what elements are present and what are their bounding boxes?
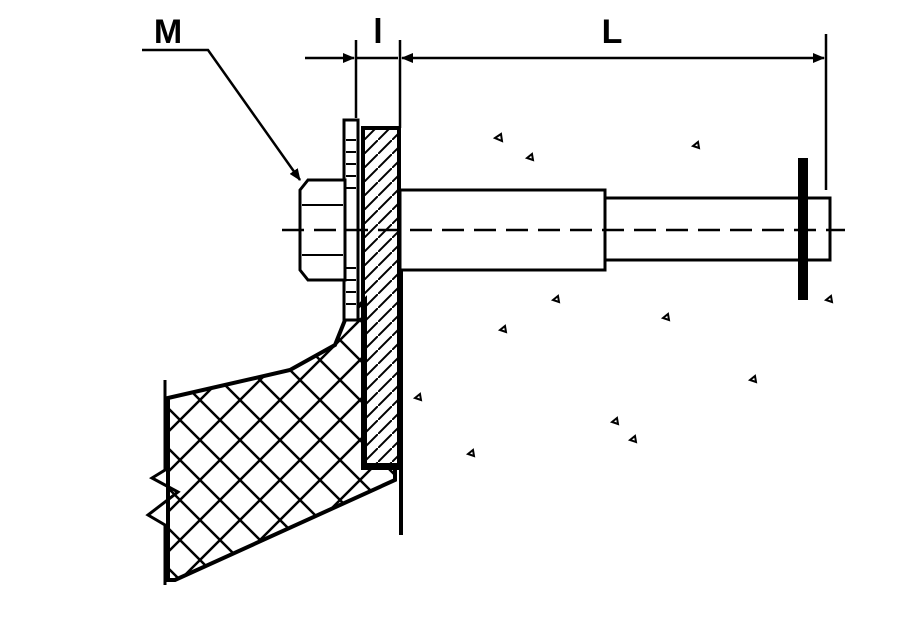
concrete-speckles: [412, 132, 834, 458]
dimension-lines: [142, 34, 828, 190]
label-m: M: [154, 13, 182, 51]
label-l-small: l: [373, 13, 382, 51]
washer: [342, 118, 360, 322]
label-l-big: L: [602, 13, 623, 51]
flange-plate: [361, 126, 401, 470]
base-body: [145, 295, 397, 585]
